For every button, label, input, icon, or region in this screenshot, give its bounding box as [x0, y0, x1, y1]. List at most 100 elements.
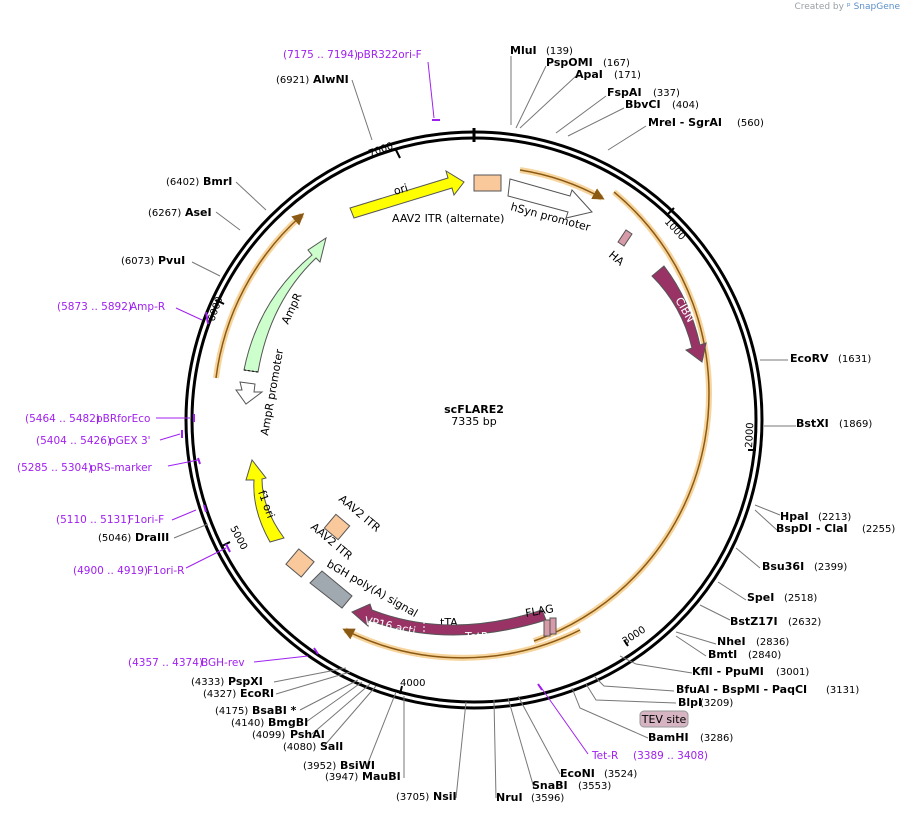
enzyme-bspdi-clai: BspDI - ClaI: [776, 522, 848, 535]
enzyme-snabi-pos: (3553): [578, 781, 611, 792]
enzyme-bstxi-pos: (1869): [839, 419, 872, 430]
primer-pbr322ori-f: pBR322ori-F: [357, 49, 422, 61]
enzyme-bstz17i: BstZ17I: [730, 615, 778, 628]
plasmid-length: 7335 bp: [451, 415, 496, 428]
enzyme-fspai: FspAI: [607, 86, 642, 99]
enzyme-nsii-pos: (3705): [396, 792, 429, 803]
enzyme-maubi-pos: (3947): [325, 772, 358, 783]
enzyme-bmti-pos: (2840): [748, 650, 781, 661]
primer-labels: (7175 .. 7194) pBR322ori-F (5873 .. 5892…: [17, 49, 708, 762]
feature-ori-label: ori: [392, 181, 409, 198]
primer-amp-r: Amp-R: [130, 301, 165, 313]
feature-itr-alt: [473, 174, 502, 192]
enzyme-spei-pos: (2518): [784, 593, 817, 604]
enzyme-bfuai-pos: (3131): [826, 685, 859, 696]
enzyme-psppomi: PspOMI: [546, 56, 593, 69]
enzyme-asei: AseI: [185, 206, 212, 219]
enzyme-pshai: PshAI: [290, 728, 325, 741]
enzyme-bbvci: BbvCI: [625, 98, 661, 111]
tick-6000: 6000: [206, 295, 225, 323]
primer-marks: [181, 119, 543, 691]
enzyme-snabi: SnaBI: [532, 779, 568, 792]
enzyme-spei: SpeI: [747, 591, 774, 604]
enzyme-nrui-pos: (3596): [531, 793, 564, 804]
scale-ticks: [215, 149, 756, 695]
feature-itr-alt-label: AAV2 ITR (alternate): [392, 212, 504, 225]
tick-5000: 5000: [227, 524, 249, 552]
enzyme-apai: ApaI: [575, 68, 603, 81]
primer-f1ori-r: F1ori-R: [147, 565, 184, 577]
primer-prs-marker: pRS-marker: [90, 462, 153, 474]
enzyme-bstz17i-pos: (2632): [788, 617, 821, 628]
enzyme-bsiwi-pos: (3952): [303, 761, 336, 772]
enzyme-kfli-ppumi-pos: (3001): [776, 667, 809, 678]
enzyme-econi-pos: (3524): [604, 769, 637, 780]
plasmid-name: scFLARE2: [444, 403, 504, 416]
enzyme-bsiwi: BsiWI: [340, 759, 375, 772]
enzyme-bamhi-pos: (3286): [700, 733, 733, 744]
enzyme-kfli-ppumi: KflI - PpuMI: [692, 665, 764, 678]
tick-7000: 7000: [367, 141, 395, 160]
enzyme-econi: EcoNI: [560, 767, 595, 780]
enzyme-asei-pos: (6267): [148, 208, 181, 219]
enzyme-bstxi: BstXI: [796, 417, 829, 430]
enzyme-mrei-sgrai-pos: (560): [737, 118, 764, 129]
enzyme-hpai: HpaI: [780, 510, 809, 523]
primer-pbrforeco: pBRforEco: [96, 413, 150, 425]
primer-f1ori-r-range: (4900 .. 4919): [73, 565, 148, 577]
primer-pbr322ori-f-range: (7175 .. 7194): [283, 49, 358, 61]
enzyme-pspxi: PspXI: [228, 675, 263, 688]
enzyme-ecori-pos: (4327): [203, 689, 236, 700]
enzyme-bsabi: BsaBI *: [252, 704, 297, 717]
feature-flag: [543, 619, 551, 637]
enzyme-bsu36i: Bsu36I: [762, 560, 804, 573]
tev-site-badge: TEV site: [639, 710, 689, 728]
primer-prs-marker-range: (5285 .. 5304): [17, 462, 92, 474]
snapgene-credit: Created by ᵖ SnapGene: [794, 2, 900, 12]
enzyme-ecorv-pos: (1631): [838, 354, 871, 365]
primer-pgex3-range: (5404 .. 5426): [36, 435, 111, 447]
enzyme-psppomi-pos: (167): [603, 58, 630, 69]
enzyme-pspxi-pos: (4333): [191, 677, 224, 688]
feature-tetr-label: TetR: [464, 630, 489, 643]
enzyme-sali: SalI: [320, 740, 343, 753]
primer-f1ori-f: F1ori-F: [128, 514, 164, 526]
tev-site-label: TEV site: [641, 713, 687, 726]
primer-leader-lines: [156, 61, 589, 755]
credit-brand: SnapGene: [853, 2, 900, 12]
enzyme-bfuai-bspmi-paqci: BfuAI - BspMI - PaqCI: [676, 683, 807, 696]
feature-flag-label: FLAG: [524, 602, 554, 620]
primer-pbrforeco-range: (5464 .. 5482): [25, 413, 100, 425]
enzyme-mrei-sgrai: MreI - SgrAI: [648, 116, 722, 129]
primer-bgh-rev: BGH-rev: [201, 657, 245, 669]
enzyme-nrui: NruI: [496, 791, 523, 804]
enzyme-bspdi-clai-pos: (2255): [862, 524, 895, 535]
enzyme-leader-lines: [173, 56, 796, 799]
enzyme-nhei: NheI: [717, 635, 746, 648]
enzyme-bamhi: BamHI: [648, 731, 689, 744]
feature-itr-1: [323, 513, 351, 541]
feature-ha-label: HA: [606, 248, 627, 268]
enzyme-draiii: DraIII: [135, 531, 169, 544]
enzyme-bbvci-pos: (404): [672, 100, 699, 111]
feature-itr-2: [285, 548, 315, 578]
enzyme-bmti: BmtI: [708, 648, 737, 661]
enzyme-alwni: AlwNI: [313, 73, 349, 86]
primer-tet-r-range: (3389 .. 3408): [633, 750, 708, 762]
enzyme-apai-pos: (171): [614, 70, 641, 81]
primer-f1ori-f-range: (5110 .. 5131): [56, 514, 131, 526]
enzyme-ecorv: EcoRV: [790, 352, 829, 365]
enzyme-fspai-pos: (337): [653, 88, 680, 99]
enzyme-bsabi-pos: (4175): [215, 706, 248, 717]
feature-ha: HA: [606, 229, 633, 269]
tick-2000: 2000: [744, 422, 756, 448]
enzyme-sali-pos: (4080): [283, 742, 316, 753]
enzyme-pvui-pos: (6073): [121, 256, 154, 267]
enzyme-draiii-pos: (5046): [98, 533, 131, 544]
enzyme-mlui-pos: (139): [546, 46, 573, 57]
enzyme-bmgbi: BmgBI: [268, 716, 308, 729]
primer-bgh-rev-range: (4357 .. 4374): [128, 657, 203, 669]
feature-tev-marker: [549, 617, 557, 635]
enzyme-bsu36i-pos: (2399): [814, 562, 847, 573]
enzyme-hpai-pos: (2213): [818, 512, 851, 523]
